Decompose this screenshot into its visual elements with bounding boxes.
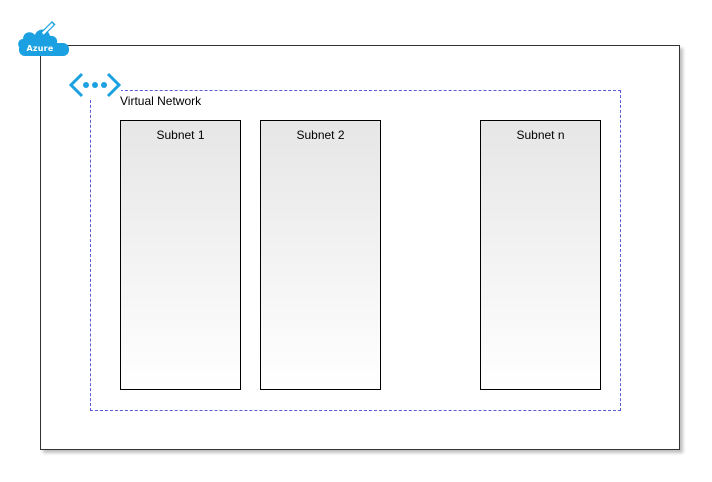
azure-badge-label: Azure xyxy=(26,44,54,53)
subnet-box-n: Subnet n xyxy=(480,120,601,390)
subnet-label: Subnet 2 xyxy=(296,128,345,142)
azure-badge: Azure xyxy=(17,18,73,58)
azure-cloud-pencil-icon xyxy=(18,21,69,56)
virtual-network-boundary xyxy=(90,90,621,411)
virtual-network-label: Virtual Network xyxy=(120,94,202,108)
subnet-label: Subnet 1 xyxy=(156,128,205,142)
subnet-label: Subnet n xyxy=(516,128,565,142)
virtual-network-icon xyxy=(68,70,122,100)
subnet-box-1: Subnet 1 xyxy=(120,120,241,390)
subnet-box-2: Subnet 2 xyxy=(260,120,381,390)
